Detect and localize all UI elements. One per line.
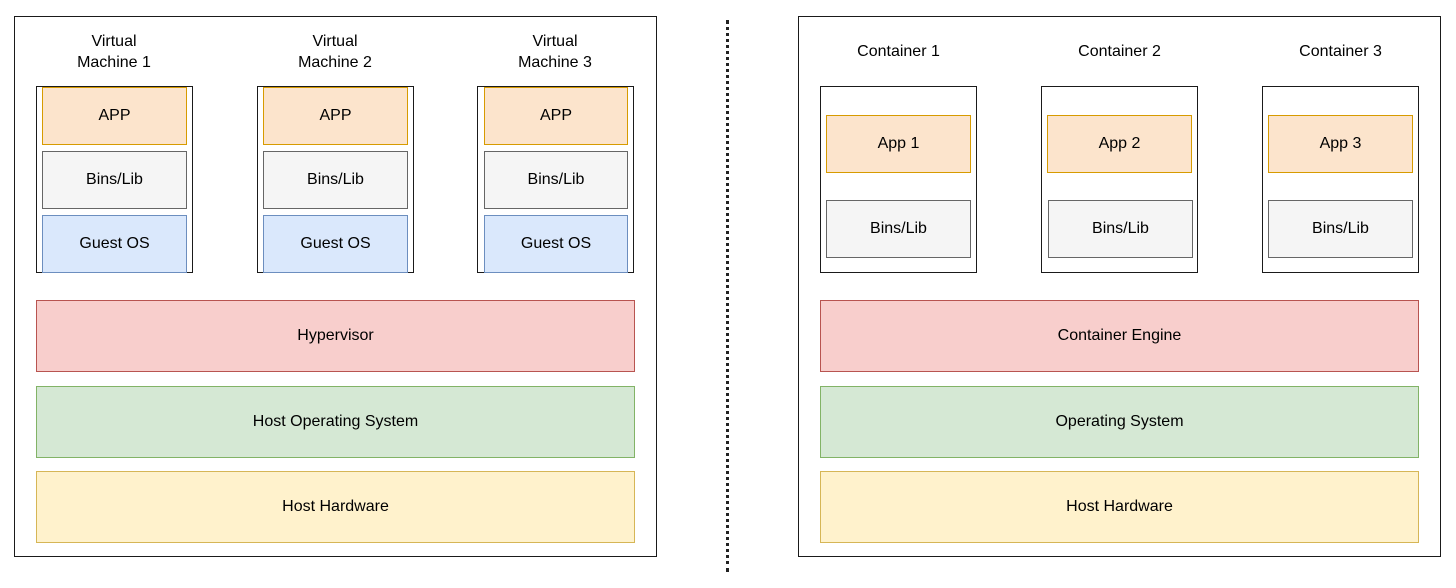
vm-2-bins-lib-layer: Bins/Lib: [263, 151, 408, 209]
host-operating-system-layer: Host Operating System: [36, 386, 635, 458]
container-host-hardware-layer: Host Hardware: [820, 471, 1419, 543]
vm-3-title: Virtual Machine 3: [518, 33, 592, 71]
vm-3-bins-lib-layer: Bins/Lib: [484, 151, 628, 209]
vm-1-title: Virtual Machine 1: [77, 33, 151, 71]
vm-3-app-layer: APP: [484, 87, 628, 145]
operating-system-layer: Operating System: [820, 386, 1419, 458]
container-engine-layer: Container Engine: [820, 300, 1419, 372]
container-1-title: Container 1: [857, 43, 940, 60]
container-2-title: Container 2: [1078, 43, 1161, 60]
hypervisor-layer: Hypervisor: [36, 300, 635, 372]
vm-1-guest-os-layer: Guest OS: [42, 215, 187, 273]
container-2-bins-lib-layer: Bins/Lib: [1048, 200, 1193, 258]
vm-2-guest-os-layer: Guest OS: [263, 215, 408, 273]
vm-3-guest-os-layer: Guest OS: [484, 215, 628, 273]
dotted-divider: [726, 20, 729, 572]
vm-1-app-layer: APP: [42, 87, 187, 145]
container-2-app-layer: App 2: [1047, 115, 1192, 173]
vm-host-hardware-layer: Host Hardware: [36, 471, 635, 543]
container-1-bins-lib-layer: Bins/Lib: [826, 200, 971, 258]
container-3-title: Container 3: [1299, 43, 1382, 60]
vm-2-app-layer: APP: [263, 87, 408, 145]
container-3-bins-lib-layer: Bins/Lib: [1268, 200, 1413, 258]
container-3-app-layer: App 3: [1268, 115, 1413, 173]
container-1-app-layer: App 1: [826, 115, 971, 173]
vm-2-title: Virtual Machine 2: [298, 33, 372, 71]
vm-1-bins-lib-layer: Bins/Lib: [42, 151, 187, 209]
